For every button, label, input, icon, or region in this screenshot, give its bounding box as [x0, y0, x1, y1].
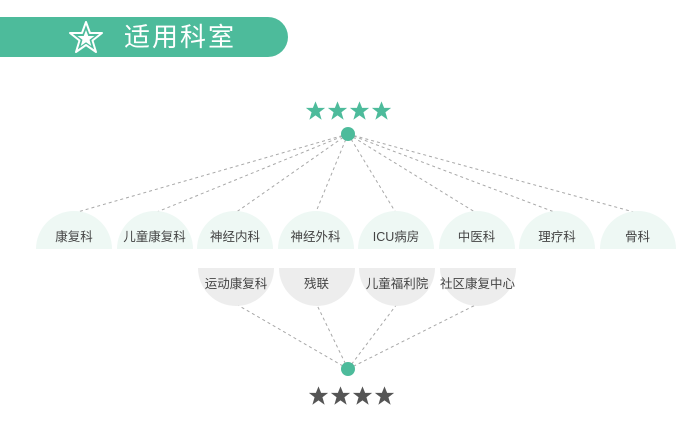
connector-line [347, 133, 558, 214]
star-icon [330, 386, 351, 405]
connector-line [234, 133, 349, 214]
connector-line [154, 133, 349, 214]
section-title: 适用科室 [124, 22, 237, 52]
section-header: 适用科室 [0, 17, 288, 57]
star-icon [371, 101, 392, 120]
connector-line [235, 303, 349, 370]
connector-line [347, 303, 398, 370]
connector-line [347, 133, 477, 214]
star-badge-icon [69, 21, 103, 53]
top-star-rating [305, 100, 392, 121]
connector-line [347, 133, 638, 214]
bottom-hub-dot [341, 362, 355, 376]
connector-line [347, 133, 397, 214]
connector-line [315, 133, 349, 214]
star-icon [349, 101, 370, 120]
star-icon [308, 386, 329, 405]
connector-line [347, 303, 478, 370]
star-icon [305, 101, 326, 120]
top-hub-dot [341, 127, 355, 141]
connector-line [316, 303, 349, 370]
star-icon [374, 386, 395, 405]
bottom-star-rating [308, 385, 395, 406]
connector-line [73, 133, 349, 214]
star-icon [352, 386, 373, 405]
star-icon [327, 101, 348, 120]
